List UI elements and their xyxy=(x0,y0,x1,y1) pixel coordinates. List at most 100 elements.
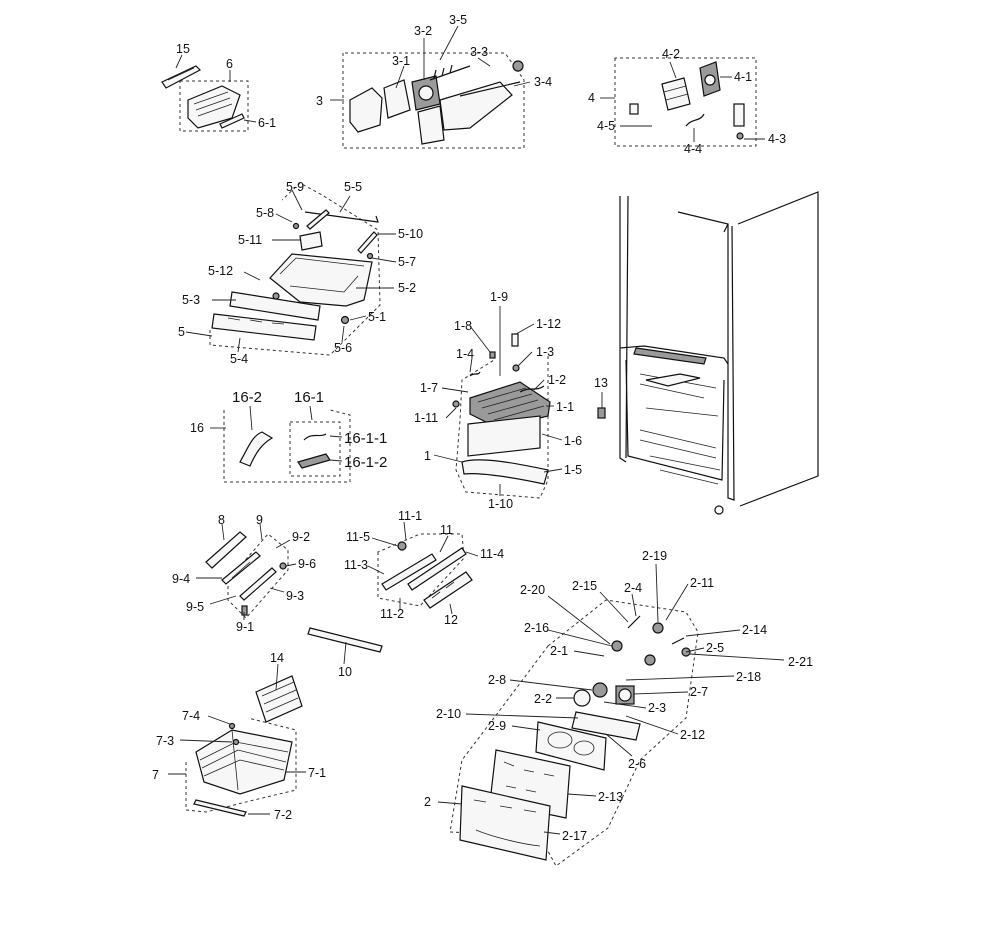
label-1-9: 1-9 xyxy=(490,290,508,304)
label-16-1-1: 16-1-1 xyxy=(344,430,387,447)
label-4-1: 4-1 xyxy=(734,70,752,84)
label-5-3: 5-3 xyxy=(182,293,200,307)
label-1-4: 1-4 xyxy=(456,347,474,361)
part-11-4-rail xyxy=(407,547,467,591)
part-11-3-rail xyxy=(381,553,437,591)
part-3-1-cover xyxy=(383,79,411,119)
part-1-6-panel xyxy=(467,415,541,457)
group-1-outline xyxy=(455,356,549,499)
group-5-outline xyxy=(209,182,381,356)
part-10-strip xyxy=(307,627,383,653)
group-16-box xyxy=(223,409,351,483)
part-3-3-tray xyxy=(439,81,513,131)
label-5-9: 5-9 xyxy=(286,180,304,194)
assembly-15-6 xyxy=(161,54,257,132)
label-11-1: 11-1 xyxy=(398,509,422,523)
label-5-8: 5-8 xyxy=(256,206,274,220)
label-1-8: 1-8 xyxy=(454,319,472,333)
label-1-2: 1-2 xyxy=(548,373,566,387)
label-7-4: 7-4 xyxy=(182,709,200,723)
label-9-5: 9-5 xyxy=(186,600,204,614)
label-13: 13 xyxy=(594,376,608,390)
label-5-6: 5-6 xyxy=(334,341,352,355)
label-7-3: 7-3 xyxy=(156,734,174,748)
part-5-3-front xyxy=(229,291,321,321)
group-2-outline xyxy=(449,599,699,867)
assembly-4 xyxy=(600,57,765,147)
part-4-chip xyxy=(629,103,639,115)
label-2-3: 2-3 xyxy=(648,701,666,715)
part-5-4-bezel xyxy=(211,313,317,341)
assembly-3 xyxy=(330,25,531,149)
label-2-8: 2-8 xyxy=(488,673,506,687)
label-5-1: 5-1 xyxy=(368,310,386,324)
label-1-11: 1-11 xyxy=(414,411,438,425)
group-6-box xyxy=(179,80,249,132)
label-9-2: 9-2 xyxy=(292,530,310,544)
label-1: 1 xyxy=(424,449,431,463)
part-2-9-plate xyxy=(535,721,607,771)
label-3-4: 3-4 xyxy=(534,75,552,89)
assembly-1 xyxy=(433,306,563,499)
label-7-2: 7-2 xyxy=(274,808,292,822)
label-14: 14 xyxy=(270,651,284,665)
part-5-5-bar xyxy=(304,211,379,223)
label-2-2: 2-2 xyxy=(534,692,552,706)
label-4-5: 4-5 xyxy=(597,119,615,133)
part-4-4-harness xyxy=(685,113,705,127)
label-1-12: 1-12 xyxy=(536,317,561,331)
label-5-5: 5-5 xyxy=(344,180,362,194)
part-14-cover xyxy=(255,675,303,723)
label-2-6: 2-6 xyxy=(628,757,646,771)
part-15-bracket xyxy=(161,65,201,89)
label-1-6: 1-6 xyxy=(564,434,582,448)
group-3-box xyxy=(342,52,525,149)
label-2-14: 2-14 xyxy=(742,623,767,637)
label-11-5: 11-5 xyxy=(346,530,370,544)
label-9-6: 9-6 xyxy=(298,557,316,571)
label-1-1: 1-1 xyxy=(556,400,574,414)
group-7-outline xyxy=(185,717,297,813)
part-5-10-rod xyxy=(357,231,378,254)
label-11: 11 xyxy=(440,523,453,537)
group-11-outline xyxy=(377,533,465,607)
label-2-13: 2-13 xyxy=(598,790,623,804)
label-4-3: 4-3 xyxy=(768,132,786,146)
label-7-1: 7-1 xyxy=(308,766,326,780)
part-5-11-plate xyxy=(299,231,323,251)
label-3-5: 3-5 xyxy=(449,13,467,27)
part-4-3-sensor xyxy=(733,103,745,127)
label-2-7: 2-7 xyxy=(690,685,708,699)
part-1-2-cable xyxy=(519,385,545,393)
part-3-4-rod xyxy=(459,81,521,97)
part-2-12-panel xyxy=(571,711,641,741)
part-9-3-rail xyxy=(239,567,277,601)
label-12: 12 xyxy=(444,613,458,627)
group-4-box xyxy=(614,57,757,147)
part-4-2-module xyxy=(661,77,691,111)
label-2-17: 2-17 xyxy=(562,829,587,843)
part-2-17-cover xyxy=(459,785,551,861)
part-3-panel xyxy=(417,105,445,145)
refrigerator-cabinet xyxy=(597,191,819,515)
label-5-10: 5-10 xyxy=(398,227,423,241)
group-16-1-box xyxy=(289,421,341,477)
label-5-7: 5-7 xyxy=(398,255,416,269)
part-1-evaporator xyxy=(469,381,551,429)
label-2-11: 2-11 xyxy=(690,576,714,590)
label-3-2: 3-2 xyxy=(414,24,432,38)
label-5-4: 5-4 xyxy=(230,352,248,366)
label-1-5: 1-5 xyxy=(564,463,582,477)
label-15: 15 xyxy=(176,42,190,56)
assembly-11-12 xyxy=(367,521,479,615)
label-16-1: 16-1 xyxy=(294,389,324,406)
label-2-5: 2-5 xyxy=(706,641,724,655)
label-2-4: 2-4 xyxy=(624,581,642,595)
label-9-3: 9-3 xyxy=(286,589,304,603)
label-2-10: 2-10 xyxy=(436,707,461,721)
assembly-7-14 xyxy=(168,663,306,817)
label-2-1: 2-1 xyxy=(550,644,568,658)
label-5-2: 5-2 xyxy=(398,281,416,295)
part-1-12-clip xyxy=(511,333,519,347)
